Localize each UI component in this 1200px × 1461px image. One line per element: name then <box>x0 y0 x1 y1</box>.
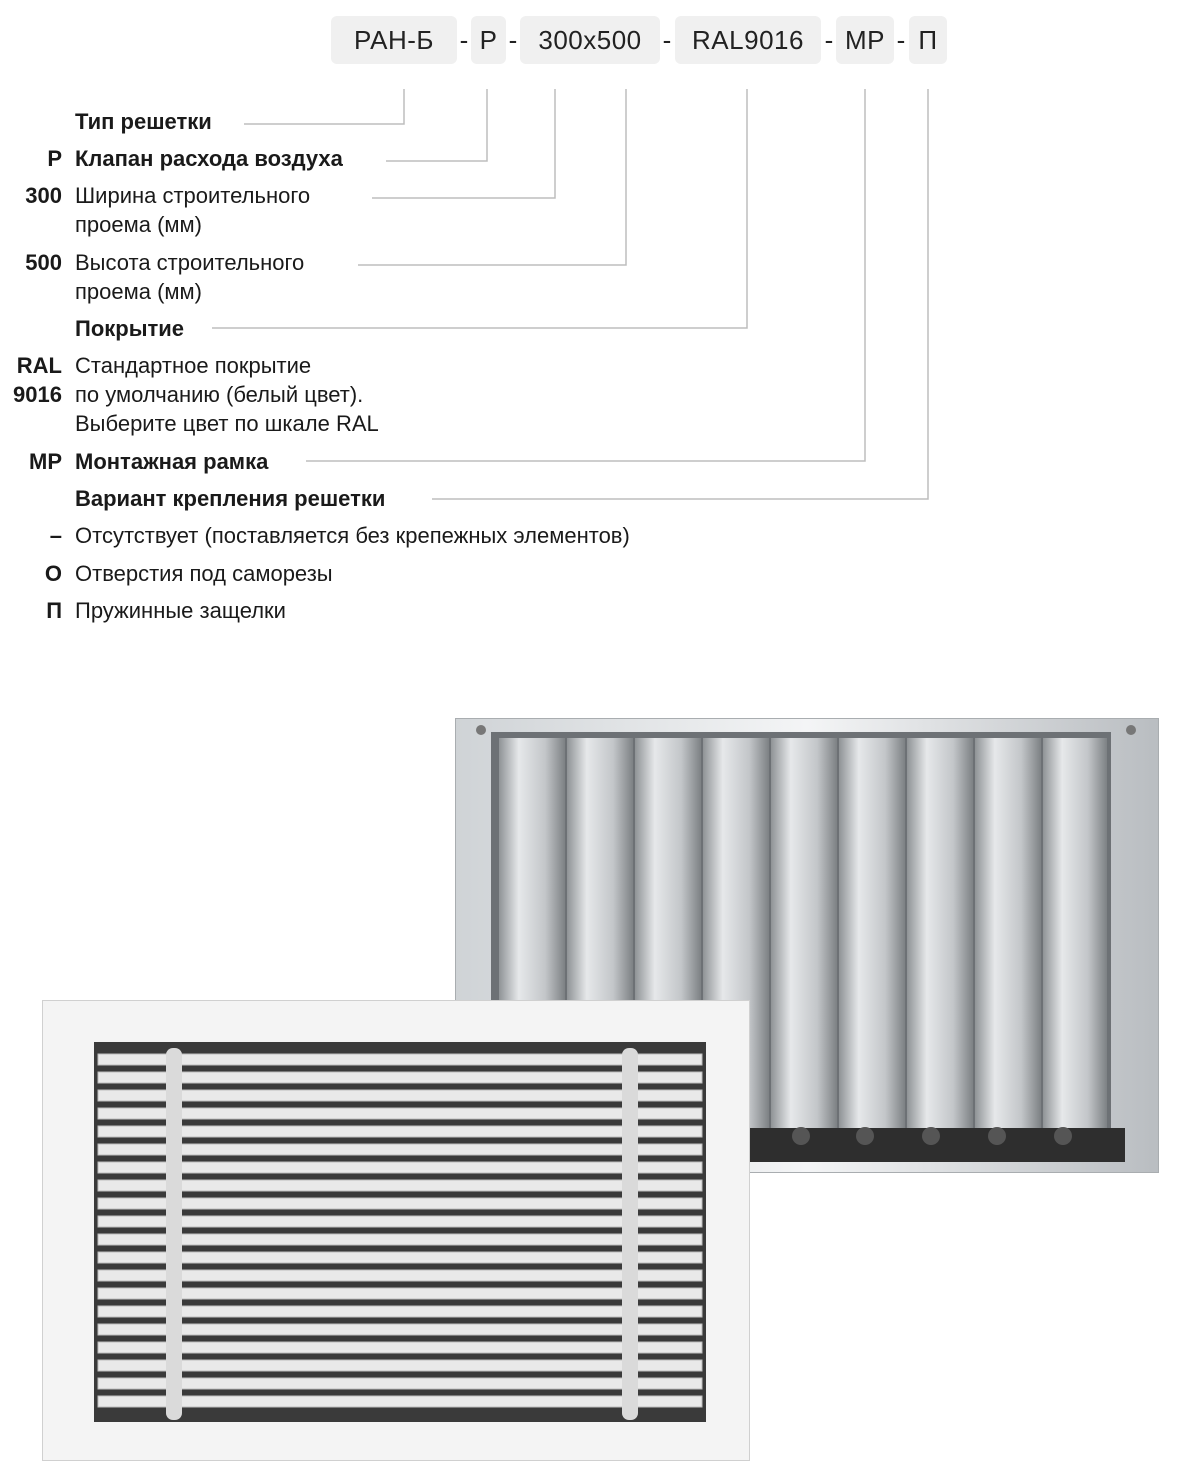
legend-height-key: 500 <box>25 250 62 275</box>
leader-lines <box>212 89 929 500</box>
legend-type-label: Тип решетки <box>75 109 212 134</box>
code-part-color: RAL9016 <box>675 16 821 64</box>
code-part-size: 300х500 <box>520 16 660 64</box>
legend-height-label: Высота строительного проема (мм) <box>75 250 305 304</box>
legend-mount-holes-label: Отверстия под саморезы <box>75 561 333 586</box>
legend-width-label: Ширина строительного проема (мм) <box>75 183 311 237</box>
legend-mount-spring-label: Пружинные защелки <box>75 598 286 623</box>
grille-front-photo <box>42 1000 750 1461</box>
code-part-type: РАН-Б <box>331 16 457 64</box>
legend-ral-key: RAL 9016 <box>13 353 62 407</box>
code-separator: - <box>824 25 834 55</box>
legend-width-key: 300 <box>25 183 62 208</box>
legend-coating-label: Покрытие <box>75 316 185 341</box>
legend-mount-none-key: – <box>49 523 62 548</box>
code-separator: - <box>459 25 469 55</box>
legend-frame-label: Монтажная рамка <box>75 449 269 474</box>
legend-valve-label: Клапан расхода воздуха <box>75 146 343 171</box>
legend-mount-none-label: Отсутствует (поставляется без крепежных … <box>75 523 630 548</box>
legend-mount-spring-key: П <box>46 598 62 623</box>
legend-mount-holes-key: О <box>44 561 62 586</box>
code-separator: - <box>896 25 906 55</box>
code-part-mount: П <box>909 16 947 64</box>
code-part-valve: Р <box>471 16 506 64</box>
legend-ral-label: Стандартное покрытие по умолчанию (белый… <box>75 353 379 436</box>
code-separator: - <box>662 25 672 55</box>
code-part-frame: МР <box>836 16 894 64</box>
legend-valve-key: Р <box>47 146 62 171</box>
legend-mount-label: Вариант крепления решетки <box>75 486 386 511</box>
code-separator: - <box>508 25 518 55</box>
legend-frame-key: МР <box>29 449 62 474</box>
